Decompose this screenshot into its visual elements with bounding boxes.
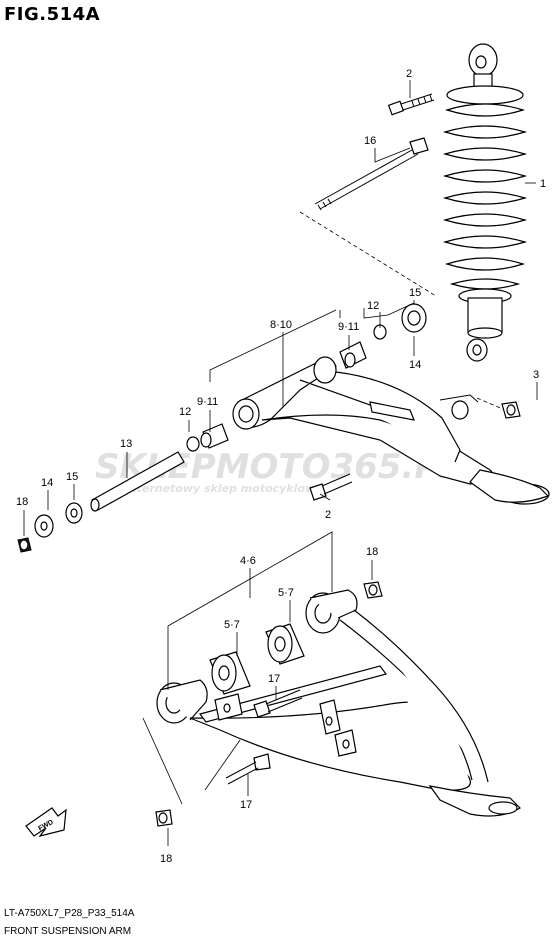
callout-12-right: 12: [367, 300, 379, 312]
lower-bolt-upper[interactable]: [253, 689, 303, 718]
callout-2-top: 2: [406, 68, 412, 80]
callout-16: 16: [364, 135, 376, 147]
watermark-tagline: internetowy sklep motocyklowy: [125, 482, 323, 495]
callout-8-10: 8·10: [270, 319, 292, 331]
bolt-top[interactable]: [387, 93, 435, 116]
forward-arrow-icon: FWD: [25, 807, 67, 837]
callout-14-left: 14: [41, 477, 53, 489]
callout-17-upper: 17: [268, 673, 280, 685]
guide-dashed-right: [476, 397, 506, 411]
guide-dashed-top: [299, 211, 437, 297]
callout-15-right: 15: [409, 287, 421, 299]
callout-5-7-right: 5·7: [278, 587, 294, 599]
shock-spring: [442, 103, 528, 290]
callout-5-7-left: 5·7: [224, 619, 240, 631]
leader-lines: [23, 80, 538, 846]
pivot-shaft[interactable]: [90, 451, 185, 512]
callout-18-left-top: 18: [16, 496, 28, 508]
upper-arm[interactable]: [232, 356, 550, 505]
upper-bushing-left[interactable]: [186, 423, 229, 452]
callout-2-mid: 2: [325, 509, 331, 521]
callout-3: 3: [533, 369, 539, 381]
callout-17-lower: 17: [240, 799, 252, 811]
callouts: 2 1 16 15 12 14 9·11 8·10 3 9·11 12 13 1…: [16, 68, 546, 865]
long-bolt[interactable]: [314, 137, 429, 211]
callout-9-11-left: 9·11: [197, 396, 218, 408]
callout-18-lower: 18: [160, 853, 172, 865]
lower-arm[interactable]: [156, 589, 521, 817]
lower-bolt-lower[interactable]: [225, 753, 271, 785]
nut-right-upper[interactable]: [501, 401, 521, 419]
figure-title: FIG.514A: [4, 4, 101, 25]
callout-18-right: 18: [366, 546, 378, 558]
nut-lower-right[interactable]: [363, 581, 383, 599]
nut-lower-left[interactable]: [155, 809, 173, 827]
bolt-mid[interactable]: [309, 473, 353, 501]
shock-absorber[interactable]: [442, 43, 528, 362]
figure-name: FRONT SUSPENSION ARM: [4, 926, 132, 937]
callout-4-6: 4·6: [240, 555, 256, 567]
left-washers[interactable]: [17, 502, 83, 553]
callout-13: 13: [120, 438, 132, 450]
callout-12-left: 12: [179, 406, 191, 418]
callout-9-11-right: 9·11: [338, 321, 359, 333]
callout-15-left: 15: [66, 471, 78, 483]
figure-code: LT-A750XL7_P28_P33_514A: [4, 908, 135, 919]
upper-bushing-right[interactable]: [339, 303, 427, 369]
callout-14-right: 14: [409, 359, 421, 371]
lower-bushings[interactable]: [209, 623, 305, 695]
callout-1: 1: [540, 178, 546, 190]
